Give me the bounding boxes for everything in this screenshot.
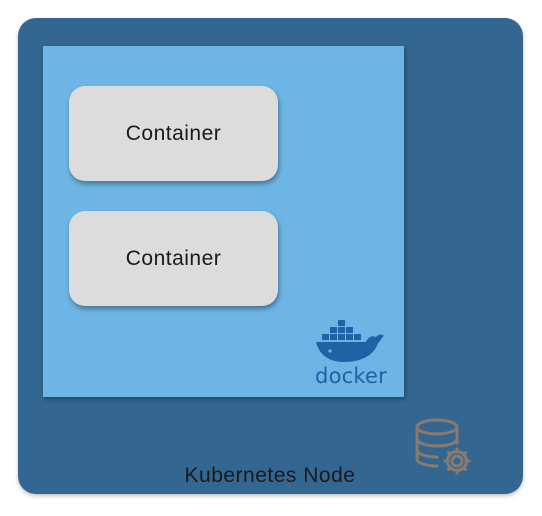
container-label: Container (125, 121, 222, 145)
node-label: Kubernetes Node (184, 464, 356, 487)
docker-wordmark: docker (315, 364, 387, 388)
container-box: Container (69, 211, 278, 306)
database-settings-icon (412, 417, 478, 479)
container-box: Container (69, 86, 278, 181)
docker-logo: docker (308, 316, 394, 392)
container-label: Container (125, 246, 222, 270)
docker-whale-icon (316, 320, 384, 362)
